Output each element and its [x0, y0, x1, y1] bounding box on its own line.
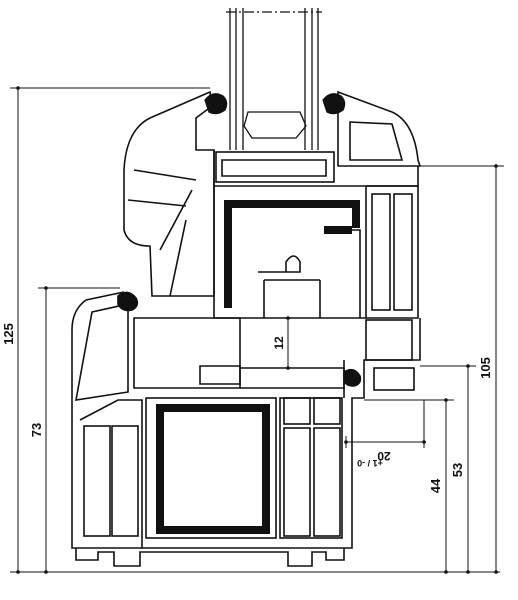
dim-44-label: 44 [428, 478, 443, 493]
dim-125-label: 125 [1, 323, 16, 345]
sash-profile [123, 90, 422, 319]
frame-profile [71, 291, 421, 567]
dim-73-label: 73 [29, 423, 44, 437]
dim-20-tolerance: +1 / -0 [357, 458, 383, 468]
dim-53-label: 53 [450, 463, 465, 477]
dim-105-label: 105 [478, 357, 493, 379]
dim-20-label: 20 [377, 449, 391, 463]
dimension-lines [10, 86, 504, 574]
glazing-unit [204, 8, 346, 150]
dim-12-label: 12 [272, 336, 286, 350]
